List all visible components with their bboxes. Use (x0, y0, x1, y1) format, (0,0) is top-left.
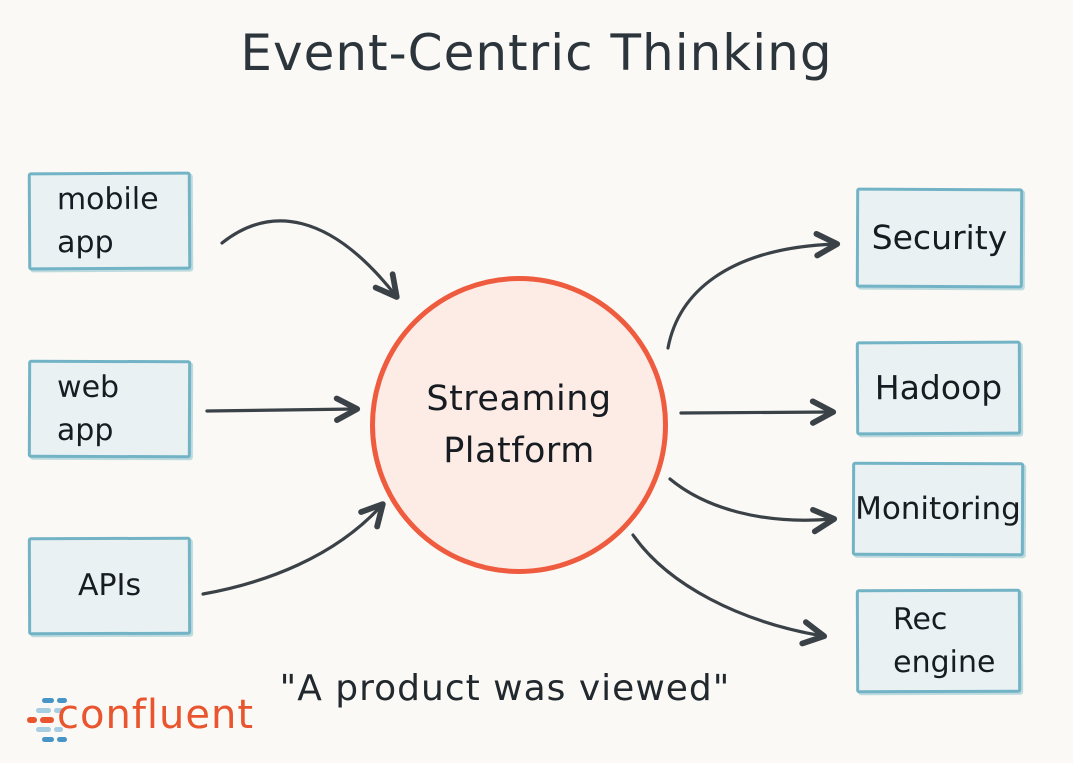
node-label: APIs (77, 568, 142, 604)
node-label: Rec (892, 601, 948, 637)
edge-streaming-platform-to-monitoring (668, 477, 838, 535)
node-label: Monitoring (855, 490, 1021, 527)
node-hadoop: Hadoop (855, 340, 1022, 436)
node-mobile-app: mobile app (27, 171, 192, 271)
node-monitoring: Monitoring (851, 461, 1025, 557)
confluent-wordmark: confluent (57, 692, 255, 738)
node-label: web (57, 369, 120, 405)
node-label: Hadoop (874, 367, 1003, 408)
page-title: Event-Centric Thinking (240, 24, 833, 82)
node-label: app (56, 412, 114, 449)
node-label: engine (893, 644, 996, 681)
confluent-logo: confluent (26, 692, 286, 754)
node-label: Platform (443, 431, 595, 471)
node-web-app: web app (27, 359, 192, 459)
edge-streaming-platform-to-rec-engine (631, 533, 828, 647)
edge-web-app-to-streaming-platform (205, 395, 361, 423)
node-label: Streaming (426, 378, 612, 419)
caption-quote: "A product was viewed" (279, 668, 731, 709)
edge-streaming-platform-to-security (666, 231, 841, 350)
node-label: Security (871, 217, 1008, 258)
node-streaming-platform: Streaming Platform (370, 276, 668, 574)
confluent-logo-icon (26, 698, 82, 744)
node-apis: APIs (27, 536, 192, 636)
node-security: Security (855, 187, 1024, 289)
edge-apis-to-streaming-platform (201, 501, 386, 596)
edge-mobile-app-to-streaming-platform (220, 219, 400, 300)
edge-streaming-platform-to-hadoop (679, 398, 837, 426)
node-rec-engine: Rec engine (855, 588, 1022, 694)
node-label: mobile (56, 181, 159, 217)
node-label: app (57, 224, 114, 261)
